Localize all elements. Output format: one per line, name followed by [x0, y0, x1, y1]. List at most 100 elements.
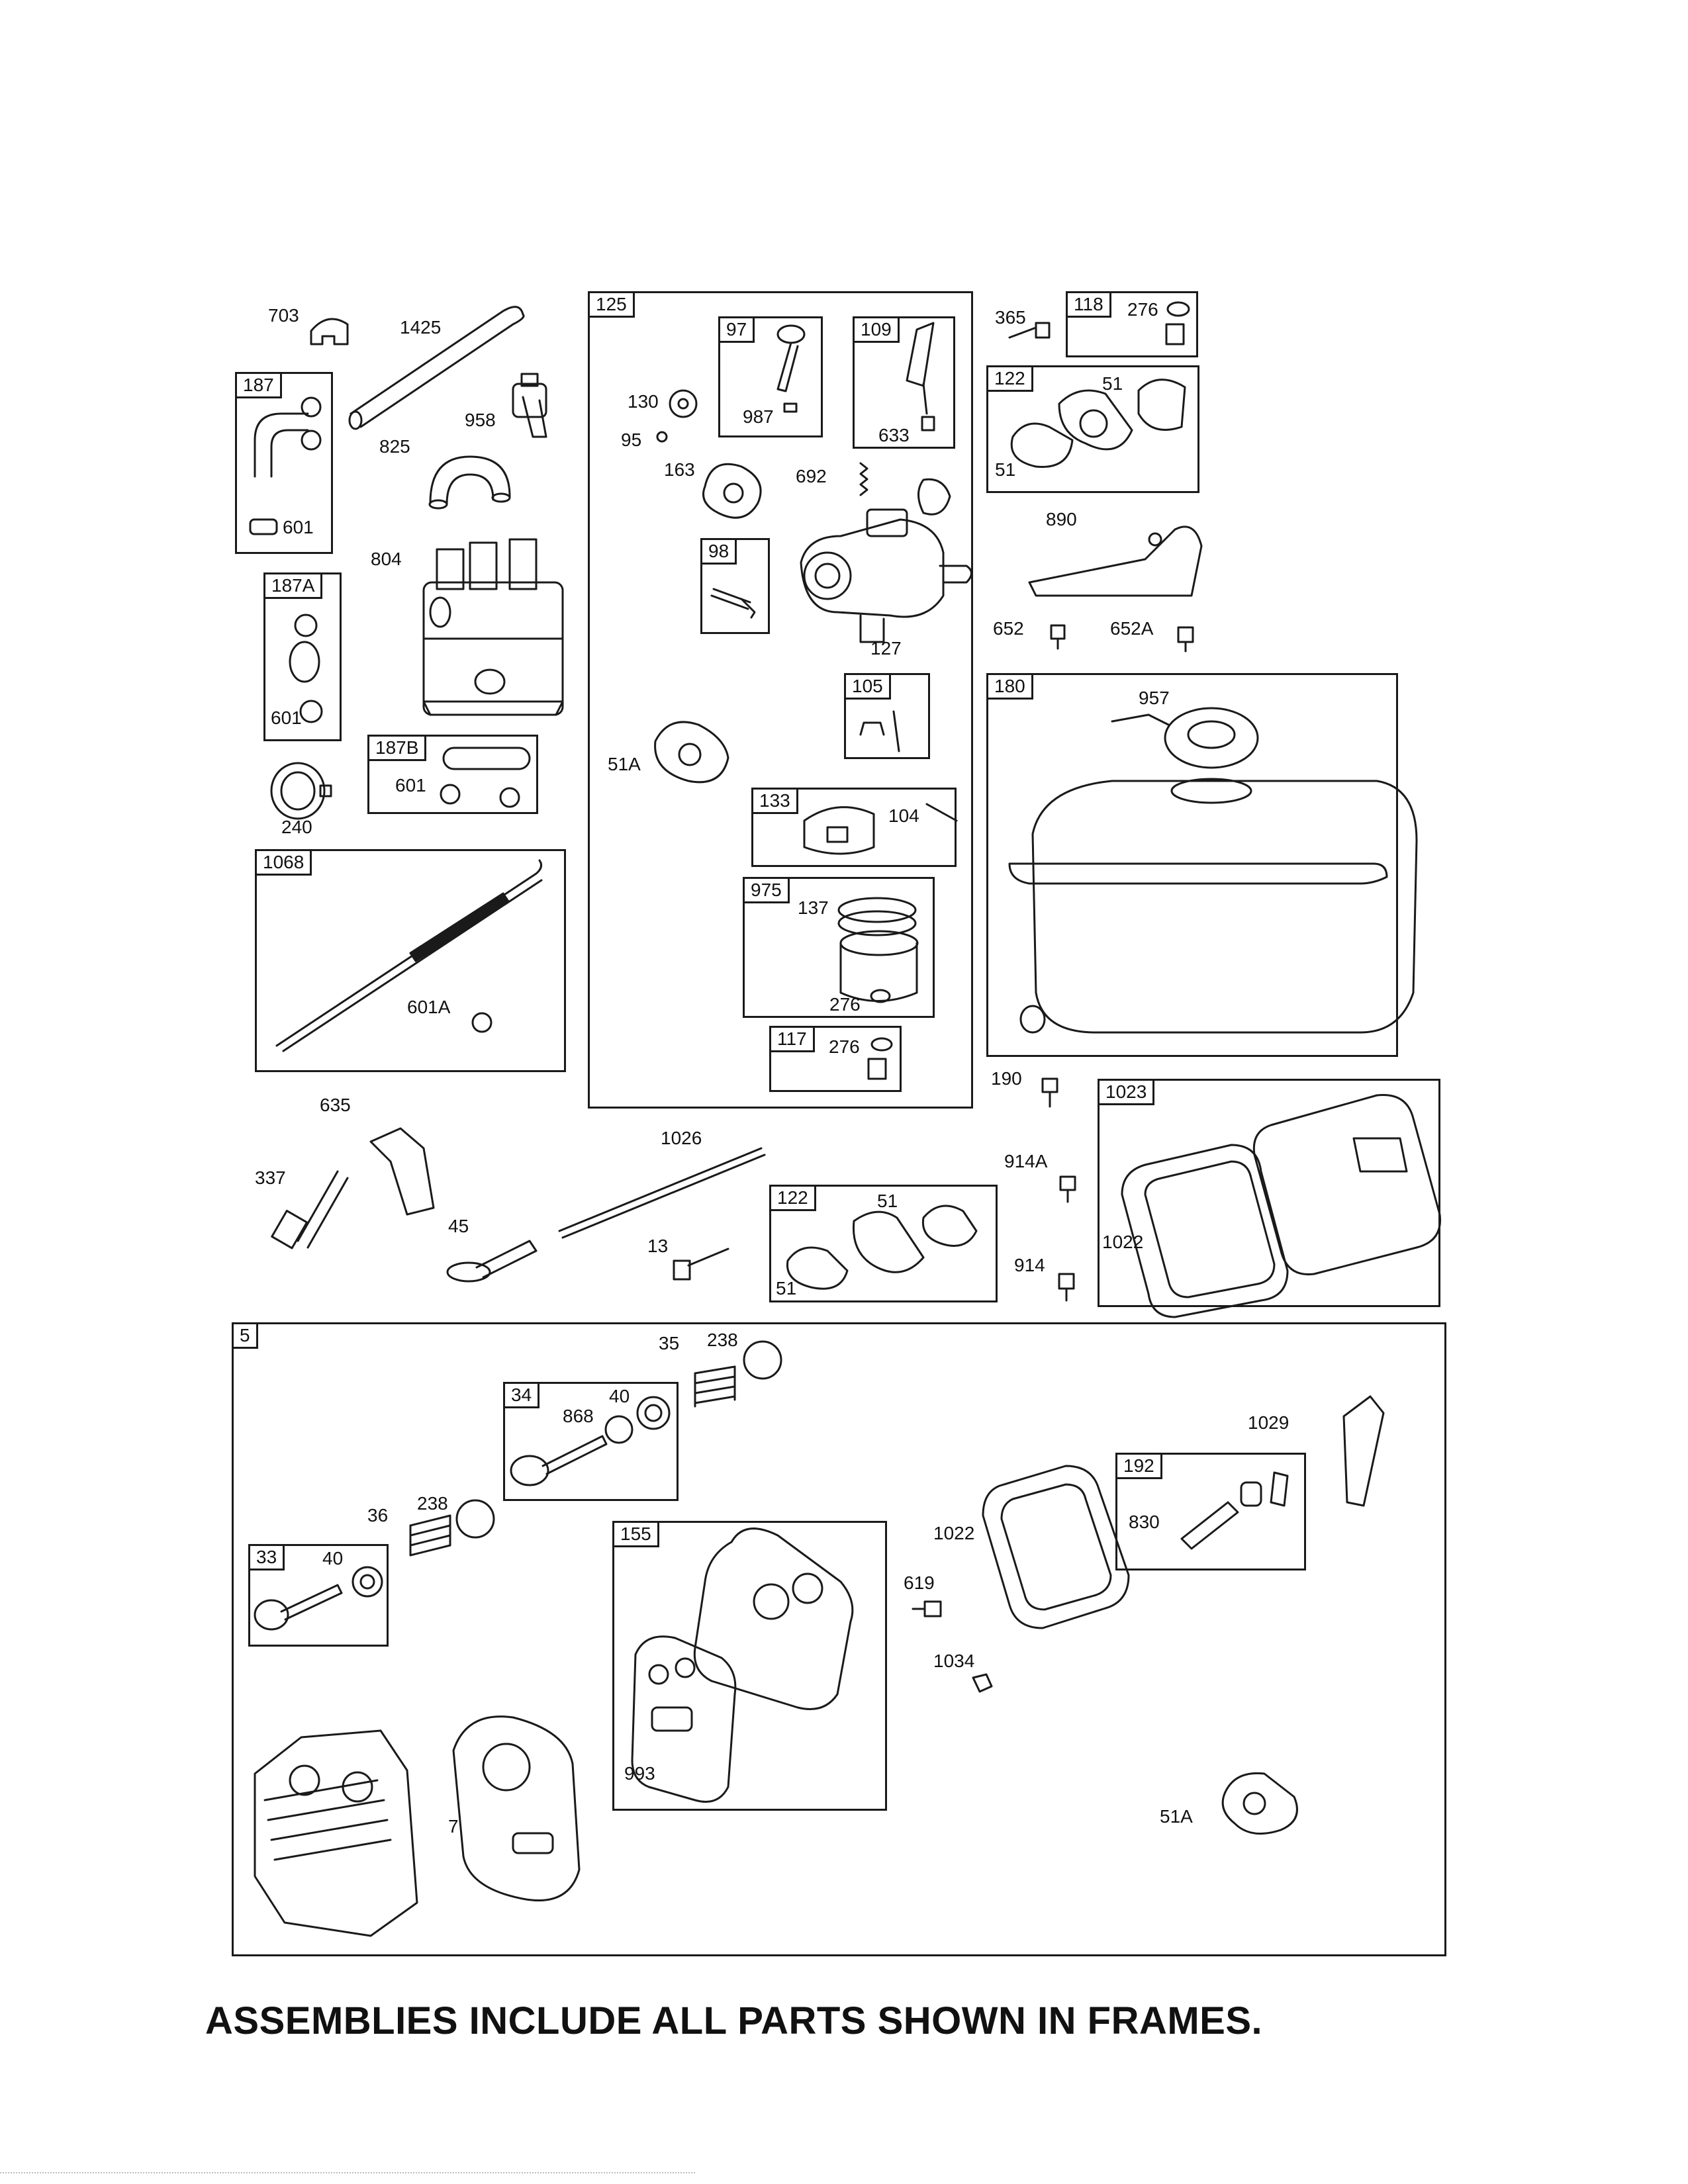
part-label: 130 — [628, 391, 659, 412]
gasket-set-155-part — [632, 1529, 853, 1802]
rod-1068-part — [277, 860, 541, 1051]
spark-plug-337-part — [272, 1171, 348, 1248]
part-label: 104 — [888, 805, 919, 826]
part-label: 825 — [379, 436, 410, 457]
screw-117-part — [868, 1038, 892, 1079]
part-label: 1425 — [400, 317, 442, 338]
frame-98: 98 — [700, 538, 770, 634]
frame-tag: 122 — [986, 365, 1033, 392]
frame-187b: 187B — [367, 735, 538, 814]
frame-180: 180 — [986, 673, 1398, 1057]
part-label: 40 — [322, 1548, 344, 1569]
frame-33: 33 — [248, 1544, 389, 1647]
clip-703-part — [311, 319, 348, 344]
part-label: 95 — [621, 430, 642, 450]
part-label: 240 — [281, 817, 312, 837]
frame-tag: 187B — [367, 735, 427, 761]
frame-34: 34 — [503, 1382, 679, 1501]
frame-tag: 180 — [986, 673, 1033, 700]
needle-105-part — [861, 711, 899, 751]
part-label: 890 — [1046, 509, 1077, 529]
part-label: 13 — [647, 1236, 669, 1256]
part-label: 957 — [1139, 688, 1170, 708]
frame-122-top: 122 — [986, 365, 1199, 493]
tube-1425-part — [350, 307, 524, 429]
cylinder-head-part — [255, 1731, 417, 1936]
part-label: 45 — [448, 1216, 469, 1236]
part-label: 163 — [664, 459, 695, 480]
screw-619-part — [913, 1602, 941, 1616]
cap-240-part — [271, 763, 331, 819]
frame-125: 125 — [588, 291, 973, 1109]
filter-975-part — [839, 898, 917, 1002]
part-label: 914 — [1014, 1255, 1045, 1275]
needle-97-part — [778, 326, 804, 412]
frame-tag: 105 — [844, 673, 891, 700]
bracket-890-part — [1029, 527, 1201, 596]
screw-365-part — [1009, 323, 1049, 338]
frame-109: 109 — [853, 316, 955, 449]
frame-tag: 117 — [769, 1026, 815, 1052]
screw-652a-part — [1178, 627, 1193, 651]
head-gasket-7-part — [453, 1717, 579, 1901]
part-label: 601 — [271, 707, 302, 728]
valve-45-part — [447, 1241, 536, 1281]
part-label: 276 — [829, 994, 861, 1015]
part-label: 635 — [320, 1095, 351, 1115]
frame-tag: 187 — [235, 372, 282, 398]
screw-652-part — [1051, 625, 1064, 649]
part-label: 652 — [993, 618, 1024, 639]
frame-tag: 187A — [263, 572, 323, 599]
part-label: 993 — [624, 1763, 655, 1784]
frame-tag: 98 — [700, 538, 737, 565]
pushrod-1026-part — [559, 1148, 765, 1238]
carburetor-body-part — [801, 510, 972, 642]
rocker-arm-1029-part — [1344, 1396, 1383, 1506]
part-label: 40 — [609, 1386, 630, 1406]
frame-975: 975 — [743, 877, 935, 1018]
fuel-tank-180-part — [1009, 779, 1417, 1032]
gasket-51a-part — [655, 722, 728, 782]
part-label: 703 — [268, 305, 299, 326]
elbow-825-part — [430, 457, 510, 508]
spring-692-part — [861, 463, 950, 514]
part-label: 1029 — [1248, 1412, 1289, 1433]
part-label: 137 — [798, 897, 829, 918]
part-label: 692 — [796, 466, 827, 486]
frame-tag: 118 — [1066, 291, 1111, 318]
part-label: 958 — [465, 410, 496, 430]
frame-122-bottom: 122 — [769, 1185, 998, 1302]
spring-35-part — [695, 1367, 735, 1406]
part-label: 51 — [776, 1278, 797, 1298]
part-label: 1026 — [661, 1128, 702, 1148]
part-label: 1022 — [1102, 1232, 1144, 1252]
frame-97: 97 — [718, 316, 823, 437]
footer-note: ASSEMBLIES INCLUDE ALL PARTS SHOWN IN FR… — [205, 1999, 1263, 2042]
part-label: 804 — [371, 549, 402, 569]
screw-914-part — [1059, 1274, 1074, 1300]
boot-635-part — [371, 1128, 434, 1214]
part-label: 987 — [743, 406, 774, 427]
hose-187b-part — [441, 748, 530, 807]
part-label: 238 — [417, 1493, 448, 1514]
part-label: 1022 — [933, 1523, 975, 1543]
frame-tag: 1068 — [255, 849, 312, 876]
frame-tag: 125 — [588, 291, 635, 318]
canister-804-part — [424, 539, 563, 715]
part-label: 238 — [707, 1330, 738, 1350]
part-label: 127 — [870, 638, 902, 659]
lever-109-part — [907, 323, 934, 430]
valve-34-part — [511, 1397, 669, 1485]
spacer-122-bottom-part — [787, 1206, 976, 1289]
part-label: 276 — [829, 1036, 860, 1057]
frame-155: 155 — [612, 1521, 887, 1811]
part-label: 36 — [367, 1505, 389, 1525]
part-label: 51A — [1160, 1806, 1193, 1827]
frame-192: 192 — [1115, 1453, 1306, 1570]
frame-tag: 1023 — [1098, 1079, 1155, 1105]
gasket-163-part — [704, 464, 761, 518]
screw-13-part — [674, 1249, 728, 1279]
gasket-1022-top-part — [1122, 1145, 1288, 1317]
